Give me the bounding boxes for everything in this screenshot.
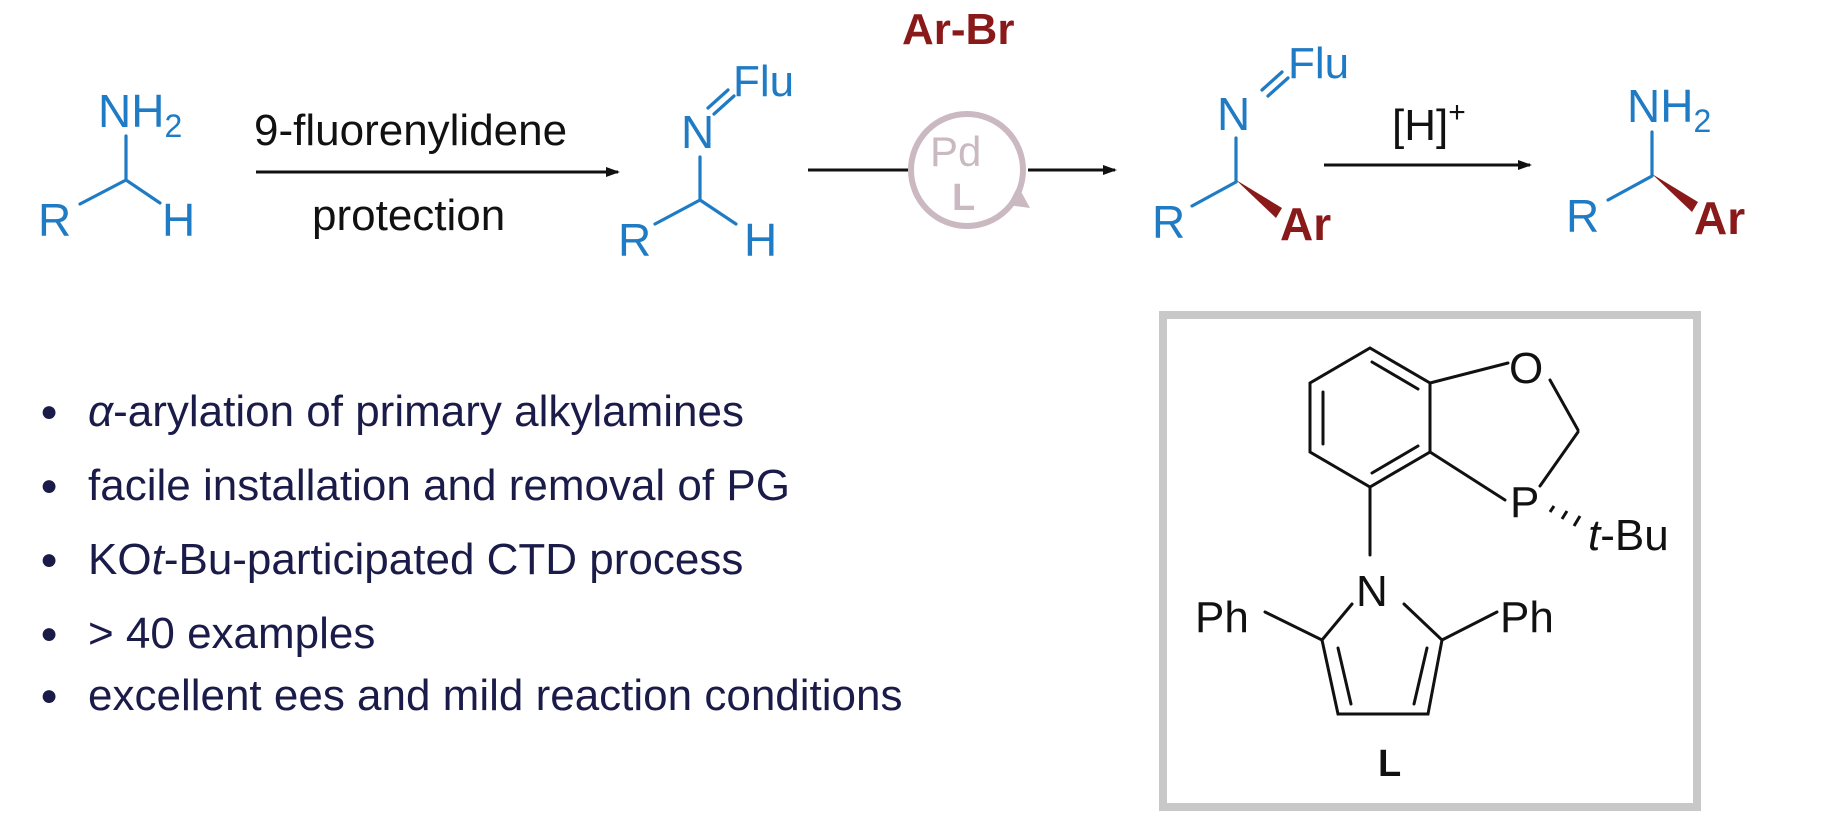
acid-label: [H]+ [1392,96,1466,150]
ligand-label: L [1378,743,1401,785]
phenyl-left-label: Ph [1195,593,1249,642]
bullet-dot: ● [40,617,59,650]
imine1-flu: Flu [733,57,794,106]
step1-condition-label: protection [312,191,505,240]
product-amine: NH2 R Ar [1566,80,1745,244]
step1-arrow-group: 9-fluorenylidene protection [254,106,620,240]
nitrogen-label: N [1356,567,1388,616]
bullet-dot: ● [40,543,59,576]
imine2-n: N [1217,88,1250,140]
step2-arrow-group: Ar-Br Pd L [808,5,1117,229]
imine1-r-group: R [618,214,651,266]
bullet-text: excellent ees and mild reaction conditio… [88,671,903,720]
imine1-h: H [744,214,777,266]
p-ch2-bond [1538,430,1580,488]
ligand-structure-box: O P t-Bu N Ph Ph L [1159,311,1701,811]
list-item: ● excellent ees and mild reaction conditi… [40,674,902,734]
tbu-label: t-Bu [1588,511,1669,560]
amine-bonds [78,134,162,206]
step1-reagent-label: 9-fluorenylidene [254,106,567,155]
amine-r-group: R [38,194,71,246]
bullet-prefix: KO [88,535,152,584]
catalytic-cycle-arrowhead [1008,186,1030,208]
amine-h: H [162,194,195,246]
bullet-text: -Bu-participated CTD process [163,535,744,584]
list-item: ● > 40 examples [40,612,902,674]
bullet-text: facile installation and removal of PG [88,461,790,510]
bullet-text: > 40 examples [88,609,376,658]
list-item: ● facile installation and removal of PG [40,464,902,538]
catalyst-ligand-label: L [952,177,975,219]
phosphorus-label: P [1510,478,1539,527]
starting-amine: NH2 R H [38,85,195,246]
pyrrole-double-bonds [1336,646,1429,706]
product-aryl: Ar [1694,192,1745,244]
catalytic-cycle-circle [908,111,1026,229]
feature-list: ● α-arylation of primary alkylamines ● fac… [40,390,902,734]
alpha-symbol: α [88,387,114,436]
amine-nh2: NH2 [98,85,182,144]
product-r-group: R [1566,190,1599,242]
list-item: ● KOt-Bu-participated CTD process [40,538,902,612]
imine2-flu: Flu [1288,39,1349,88]
bullet-dot: ● [40,469,59,502]
bullet-text: -arylation of primary alkylamines [113,387,744,436]
phenyl-right-label: Ph [1500,593,1554,642]
imine-intermediate: Flu N R H [618,57,794,266]
hashed-bond [1548,505,1582,527]
product-nh2: NH2 [1627,80,1711,139]
arylated-imine: Flu N R Ar [1152,39,1349,250]
imine1-bonds [653,155,738,226]
ligand-frame [1159,311,1701,811]
bullet-dot: ● [40,395,59,428]
product-bonds [1606,130,1654,202]
imine2-bonds [1190,136,1238,208]
imine1-n: N [681,106,714,158]
benzene-double-bonds [1321,360,1420,475]
product-wedge-bond [1652,174,1698,212]
imine2-aryl: Ar [1280,198,1331,250]
imine2-wedge-bond [1236,180,1282,218]
list-item: ● α-arylation of primary alkylamines [40,390,902,464]
aryl-bromide-reagent: Ar-Br [902,5,1014,54]
imine2-double-bond [1260,70,1290,98]
step3-arrow-group: [H]+ [1324,96,1532,170]
oxygen-label: O [1509,344,1543,393]
bullet-italic: t [151,535,164,584]
imine1-double-bond [706,88,736,116]
palladium-label: Pd [930,128,981,175]
oxaphospholane-bonds [1428,361,1580,502]
imine2-r-group: R [1152,196,1185,248]
bullet-dot: ● [40,679,59,712]
pyrrole-ring [1320,602,1444,716]
benzene-ring [1308,346,1432,489]
phenyl-bonds [1263,610,1499,642]
